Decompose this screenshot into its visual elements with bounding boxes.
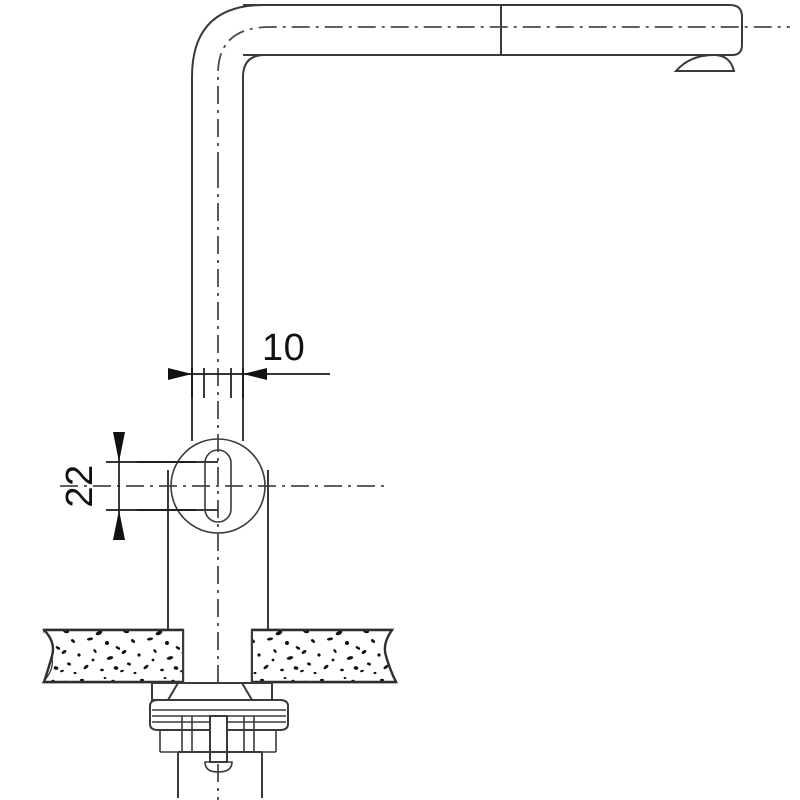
countertop-slab [41, 628, 398, 684]
horizontal-spout-arm [243, 4, 743, 56]
faucet-body-column [167, 470, 269, 632]
threaded-shank [177, 751, 263, 798]
dimension-22: 22 [59, 432, 196, 540]
dimension-10-label: 10 [262, 327, 305, 369]
center-pin [204, 715, 233, 773]
dimension-22-label: 22 [59, 464, 101, 507]
handle-escutcheon-circle [170, 438, 266, 534]
dimension-10: 10 [168, 327, 330, 398]
handle-slot [204, 449, 232, 523]
aerator-nozzle [673, 53, 736, 72]
centerlines [60, 26, 790, 800]
elbow-bend [191, 4, 266, 400]
